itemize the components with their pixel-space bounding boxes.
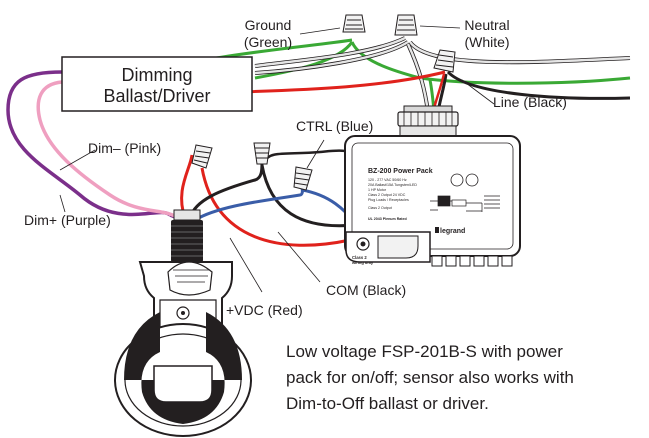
power-pack bbox=[344, 105, 521, 267]
ctrl-blue-label: CTRL (Blue) bbox=[296, 118, 373, 134]
pack-black-wire bbox=[263, 149, 358, 163]
legrand-logo: legrand bbox=[440, 228, 465, 235]
power-pack-spec-5: Plug Loads / Receptacles bbox=[368, 198, 409, 202]
power-pack-spec-2: 20A Ballast/15A Tungsten/LED bbox=[368, 183, 417, 187]
wire-nut-neutral bbox=[394, 14, 418, 36]
power-pack-class2-output: Class 2 Output bbox=[368, 206, 392, 210]
jack-label-line1: Class 2 bbox=[352, 255, 367, 260]
ballast-label-line1: Dimming bbox=[121, 65, 192, 85]
red-wire-ballast bbox=[239, 70, 446, 94]
neutral-wires bbox=[254, 36, 631, 113]
power-pack-title: BZ-200 Power Pack bbox=[368, 168, 433, 175]
vdc-red-label: +VDC (Red) bbox=[226, 302, 303, 318]
wire-nut-ground bbox=[342, 14, 366, 33]
com-black-wire bbox=[260, 164, 356, 228]
power-pack-ul-note: UL 2043 Plenum Rated bbox=[368, 217, 407, 221]
wire-nut-blue bbox=[293, 166, 313, 191]
ul-mark bbox=[465, 173, 479, 187]
caption-line-3: Dim-to-Off ballast or driver. bbox=[286, 394, 489, 413]
ground-label-line1: Ground bbox=[245, 17, 292, 33]
wire-nut-line bbox=[433, 49, 456, 73]
wire-nut-black bbox=[253, 142, 271, 165]
occupancy-sensor bbox=[114, 209, 252, 437]
dim-minus-label: Dim– (Pink) bbox=[88, 140, 161, 156]
power-pack-spec-1: 120 - 277 VAC 50/60 Hz bbox=[368, 178, 407, 182]
ground-label-line2: (Green) bbox=[244, 34, 292, 50]
caption: Low voltage FSP-201B-S with power pack f… bbox=[286, 339, 646, 417]
caption-line-2: pack for on/off; sensor also works with bbox=[286, 368, 574, 387]
leader-lines bbox=[59, 25, 495, 293]
com-black-label: COM (Black) bbox=[326, 282, 406, 298]
dimming-ballast-box bbox=[61, 56, 253, 112]
jack-label-line2: wiring only bbox=[351, 260, 374, 265]
neutral-label-line1: Neutral bbox=[464, 17, 509, 33]
sensor-blue-wire bbox=[194, 187, 304, 222]
pink-wire bbox=[36, 80, 180, 220]
caption-line-1: Low voltage FSP-201B-S with power bbox=[286, 342, 563, 361]
dim-plus-label: Dim+ (Purple) bbox=[24, 212, 111, 228]
certification-mark bbox=[450, 173, 464, 187]
line-black-label: Line (Black) bbox=[493, 94, 567, 110]
wire-nut-red bbox=[191, 144, 213, 169]
neutral-label-line2: (White) bbox=[464, 34, 509, 50]
purple-wire bbox=[6, 70, 172, 217]
sensor-red-wire bbox=[180, 154, 194, 219]
sensor-red-to-pack bbox=[200, 167, 351, 247]
ballast-label-line2: Ballast/Driver bbox=[103, 86, 210, 106]
power-pack-spec-4: Class 2 Output 24 VDC bbox=[368, 193, 406, 197]
wiring-schematic bbox=[430, 195, 500, 212]
power-pack-spec-3: 1 HP Motor bbox=[368, 188, 387, 192]
legrand-logo-mark bbox=[435, 227, 439, 233]
